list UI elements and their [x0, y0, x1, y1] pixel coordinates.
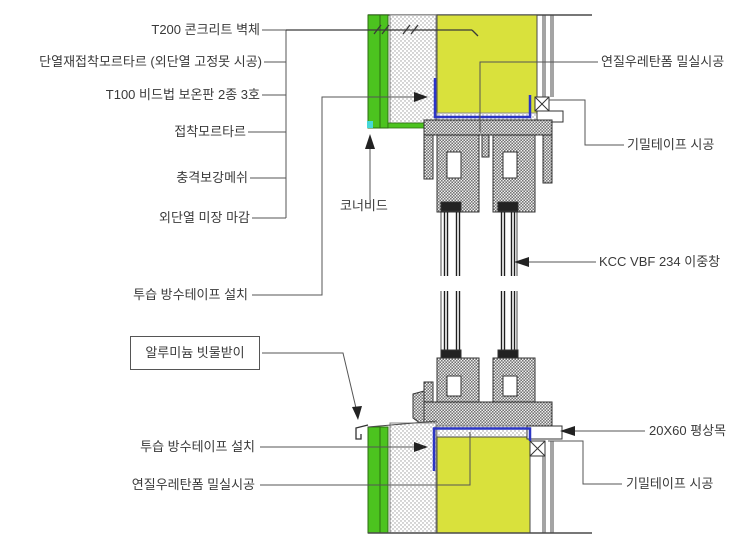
label-urethane-foam-top: 연질우레탄폼 밀실시공: [601, 54, 725, 69]
leader-airtight-top: [549, 99, 624, 146]
leader-lines: [248, 24, 645, 486]
label-corner-bead: 코너비드: [340, 198, 388, 213]
label-vapor-tape-bottom: 투습 방수테이프 설치: [140, 439, 255, 454]
label-wood-batten: 20X60 평상목: [649, 423, 727, 438]
label-impact-mesh: 충격보강메쉬: [176, 170, 248, 185]
label-window-model: KCC VBF 234 이중창: [599, 254, 721, 269]
leader-foam-top: [479, 61, 598, 132]
leader-airtight-bottom: [548, 440, 622, 485]
vapor-tape-bottom: [432, 427, 532, 471]
label-vapor-tape-top: 투습 방수테이프 설치: [133, 287, 248, 302]
exterior-finish-bottom: [367, 426, 389, 534]
window-sill-frame: [412, 349, 553, 428]
label-urethane-foam-bottom: 연질우레탄폼 밀실시공: [131, 477, 255, 492]
leader-gutter: [262, 352, 357, 409]
leader-wall-layers: [286, 24, 479, 37]
insulation-board-bottom: [389, 422, 437, 534]
label-concrete-wall: T200 콘크리트 벽체: [151, 22, 260, 37]
label-airtight-tape-bottom: 기밀테이프 시공: [626, 476, 714, 491]
label-airtight-tape-top: 기밀테이프 시공: [627, 137, 715, 152]
interior-finish-top: [542, 15, 554, 97]
glass-panes: [440, 212, 518, 360]
leader-foam-bottom: [260, 432, 471, 486]
label-alum-gutter: 알루미늄 빗물받이: [130, 336, 260, 370]
label-ext-plaster-finish: 외단열 미장 마감: [159, 210, 250, 225]
label-insul-board: T100 비드법 보온판 2종 3호: [105, 87, 260, 102]
top-wall-section: [367, 14, 592, 129]
vapor-tape-top: [433, 78, 532, 119]
window-head-frame: [423, 119, 553, 213]
leader-vapor-tape-top: [252, 96, 416, 296]
wood-batten: [526, 425, 563, 440]
airtight-tape-marker-top: [534, 96, 550, 112]
rain-gutter-profile: [355, 424, 369, 440]
corner-bead-marker: [367, 121, 373, 128]
glass-lower-segment: [440, 291, 518, 360]
concrete-wall-top: [436, 14, 538, 114]
exterior-finish-top: [367, 14, 389, 129]
insulation-board-top: [389, 14, 437, 124]
label-insul-adhesive-mortar: 단열재접착모르타르 (외단열 고정못 시공): [39, 54, 262, 69]
airtight-tape-marker-bottom: [529, 440, 546, 457]
label-adhesive-mortar: 접착모르타르: [174, 124, 246, 139]
glass-upper-segment: [440, 212, 518, 276]
bottom-wall-section: [355, 420, 592, 534]
